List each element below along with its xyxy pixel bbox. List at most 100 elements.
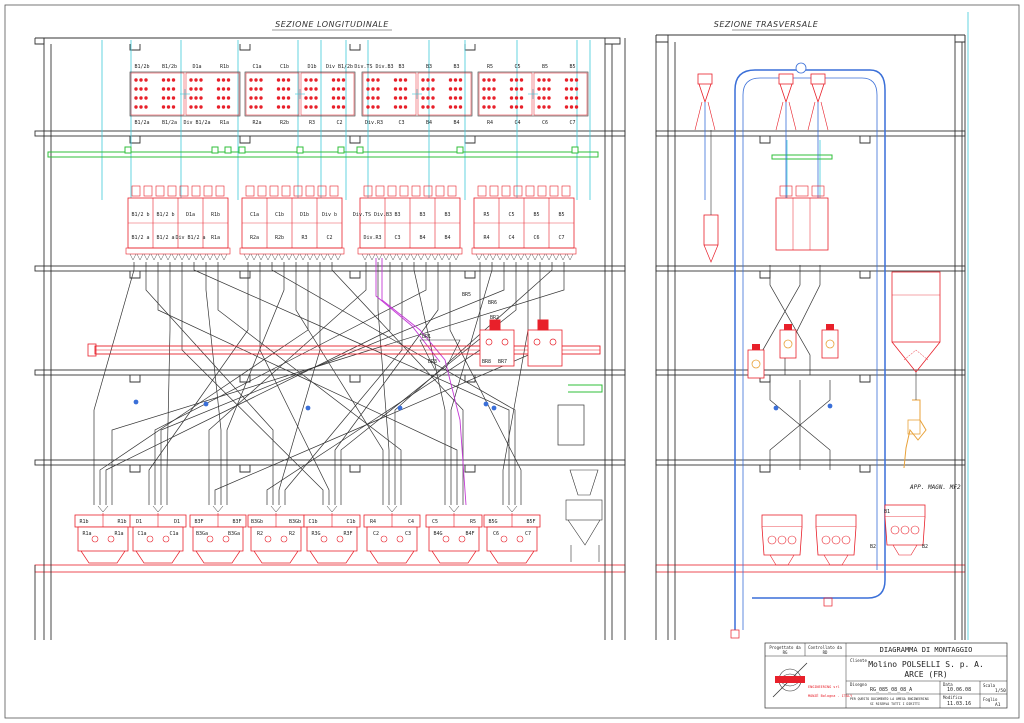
sifter-top-label: D1b — [307, 64, 316, 70]
trans-plansifter — [775, 197, 829, 251]
sieve-dot — [421, 105, 425, 109]
tb-progettato-label: Progettato da — [769, 645, 801, 650]
trans-roller-mill-0 — [761, 514, 803, 566]
sieve-dot — [249, 87, 253, 91]
sieve-dot — [194, 87, 198, 91]
sifter-cap — [143, 185, 153, 197]
trans-mill-roll — [767, 535, 777, 545]
mill-label-left: C1b — [308, 519, 317, 525]
cyclone-legs — [694, 101, 716, 131]
plansifter-cell-label: B1/2 b — [156, 212, 174, 218]
sieve-dot — [166, 87, 171, 91]
beam-1-2 — [239, 375, 251, 383]
sifter-bottom-label: C6 — [542, 120, 548, 126]
omega-logo: ENGINEERING srl MONZÈ Bologna - ITALY — [772, 662, 853, 698]
beam-0-2 — [129, 375, 141, 383]
outlet-hopper — [496, 253, 504, 261]
spout-31 — [111, 262, 565, 505]
outlet-hopper — [334, 253, 342, 261]
green-valve-4 — [296, 146, 304, 154]
cyclone-cone — [698, 83, 712, 104]
beam-2-2 — [349, 375, 361, 383]
sieve-dot — [376, 96, 380, 100]
blue-valve-1 — [203, 401, 209, 407]
sieve-dot — [309, 87, 313, 91]
sieve-dot — [189, 78, 193, 82]
sifter-bottom-label: R4 — [487, 120, 493, 126]
longitudinal-building-structure — [34, 37, 626, 640]
sieve-dot — [254, 78, 258, 82]
sieve-dot — [259, 96, 263, 100]
outlet-hopper — [199, 253, 207, 261]
sieve-dot — [139, 105, 143, 109]
sieve-dot — [139, 96, 143, 100]
spout-7 — [217, 262, 402, 505]
sieve-dot — [309, 96, 313, 100]
sifter-plan-frame — [477, 71, 589, 117]
spout-2 — [157, 262, 458, 505]
sieve-dot — [366, 105, 370, 109]
outlet-hopper — [545, 253, 553, 261]
sieve-dot — [542, 78, 546, 82]
filter-port — [485, 338, 493, 346]
sieve-dot — [393, 87, 398, 91]
trans-mill-roll — [821, 535, 831, 545]
sieve-dot — [509, 78, 514, 82]
spout-28 — [502, 262, 529, 505]
sieve-dot — [514, 87, 519, 91]
plansifter-cell-label: C1a — [250, 212, 259, 218]
purifier-body — [747, 349, 765, 379]
sieve-dot — [574, 105, 579, 109]
purifier-head — [784, 324, 792, 330]
mill-label-b: B4F — [465, 531, 474, 537]
spout-11 — [226, 262, 285, 505]
sifter-bottom-label: C4 — [514, 120, 520, 126]
outlet-hopper — [559, 253, 567, 261]
blue-valve-0 — [133, 399, 139, 405]
beam-3-3 — [464, 465, 476, 473]
sieve-dot — [537, 78, 541, 82]
sifter-top-label: R1b — [220, 64, 229, 70]
plansifter-base — [125, 247, 231, 255]
sifter-cap — [525, 185, 535, 197]
sieve-dot — [514, 78, 519, 82]
sieve-dot — [453, 78, 458, 82]
sifter-top-label: D1a — [192, 64, 201, 70]
sieve-dot — [226, 105, 231, 109]
sieve-dot — [398, 105, 403, 109]
sifter-cap — [489, 185, 499, 197]
sieve-dot — [492, 78, 496, 82]
sifter-top-label: B1/2b — [134, 64, 149, 70]
sifter-plan-half-l — [130, 72, 185, 116]
spout-23 — [449, 262, 522, 505]
roll — [516, 535, 524, 543]
mill-body — [250, 526, 302, 552]
sifter-bottom-label: R2b — [280, 120, 289, 126]
outlet-hopper — [278, 253, 286, 261]
sieve-dot — [569, 96, 574, 100]
plansifter-cell-label: R2a — [250, 235, 259, 241]
sieve-dot — [171, 78, 176, 82]
transversal-equipment — [694, 62, 941, 639]
mill-label-b: C1a — [169, 531, 178, 537]
sieve-dot — [309, 105, 313, 109]
sieve-dot — [134, 96, 138, 100]
plansifter-cell-label: D1a — [186, 212, 195, 218]
purifier-body — [821, 329, 839, 359]
plansifter-cell-label: C1b — [275, 212, 284, 218]
roll — [206, 535, 214, 543]
mill-label-a: C2 — [373, 531, 379, 537]
trans-purifier-0 — [747, 344, 765, 379]
trans-roller-mill-1 — [815, 514, 857, 566]
label-br8: BR8 — [482, 359, 491, 365]
plansifter-cell-label: R1a — [211, 235, 220, 241]
plansifter-cell-label: B4 — [444, 235, 450, 241]
trans-filter-cone — [703, 244, 719, 263]
plansifter-cell-label: B3 — [419, 212, 425, 218]
roll — [280, 535, 288, 543]
sieve-dot — [134, 105, 138, 109]
sieve-dot — [314, 96, 318, 100]
